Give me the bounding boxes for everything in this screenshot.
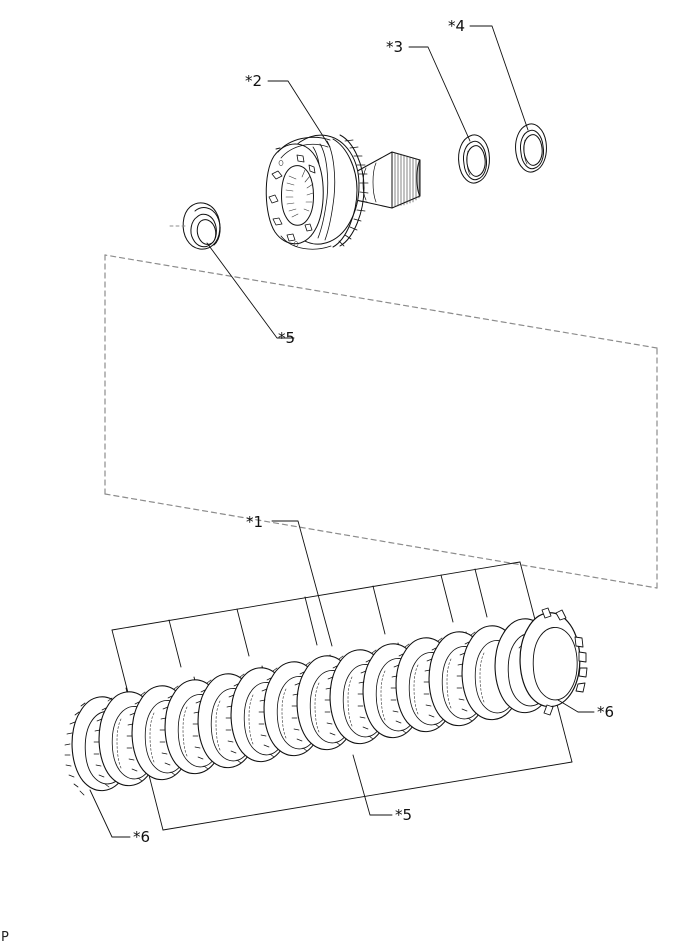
bearing-ring-upper (182, 202, 221, 250)
projection-boundary (104, 254, 658, 589)
end-plate-right (519, 607, 588, 716)
callout-label-6-left: *6 (133, 828, 151, 846)
leader-lines-upper (169, 25, 529, 339)
callout-label-6-right: *6 (597, 703, 615, 721)
clutch-disc-stack (64, 607, 588, 796)
callout-label-2: *2 (245, 72, 263, 90)
corner-mark: P (1, 930, 9, 945)
callout-label-5-lower: *5 (395, 806, 413, 824)
callout-label-4: *4 (448, 17, 466, 35)
callout-label-5-upper: *5 (278, 329, 296, 347)
thrust-washer-rear (515, 123, 547, 173)
thrust-washer-front (458, 134, 490, 184)
callout-label-3: *3 (386, 38, 404, 56)
callout-label-1: *1 (246, 513, 264, 531)
leader-lines-lower (89, 520, 595, 838)
clutch-hub-with-shaft (265, 134, 421, 250)
